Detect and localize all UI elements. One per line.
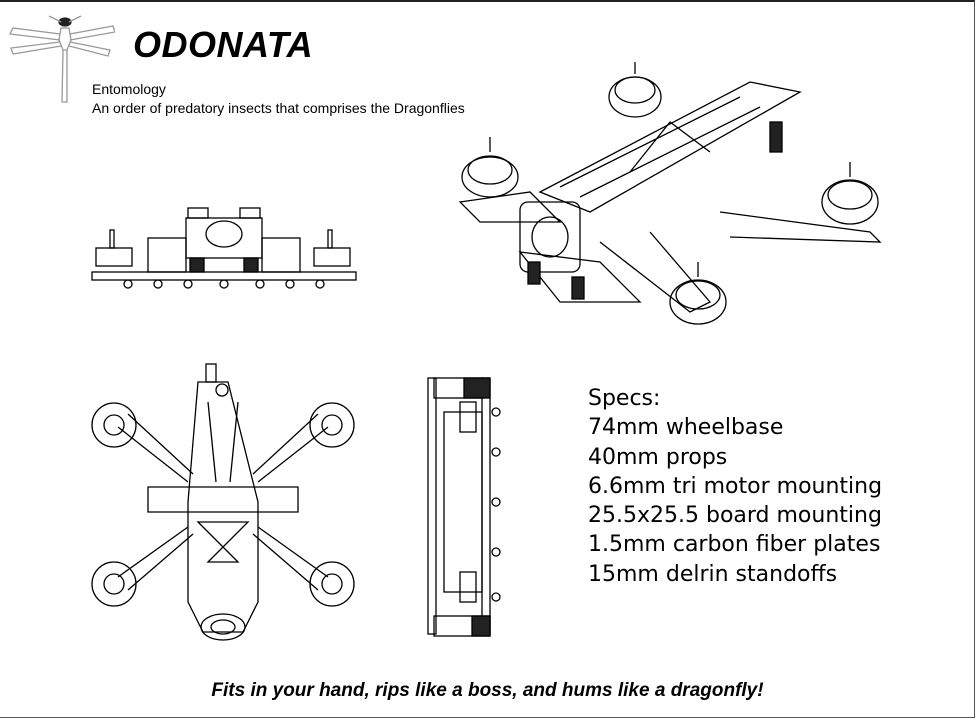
drone-front-view-drawing [427, 377, 501, 637]
specs-heading: Specs: [588, 386, 661, 411]
drone-isometric-view-drawing [458, 62, 882, 325]
dragonfly-logo [9, 15, 115, 103]
spec-item: 15mm delrin standoffs [588, 561, 838, 587]
tagline: Fits in your hand, rips like a boss, and… [211, 680, 764, 701]
drone-top-view-drawing [91, 363, 355, 641]
category-label: Entomology [92, 81, 166, 97]
spec-item: 6.6mm tri motor mounting [588, 473, 883, 499]
spec-item: 74mm wheelbase [588, 415, 784, 441]
page-title: ODONATA [133, 24, 314, 65]
spec-item: 40mm props [588, 444, 728, 470]
spec-item: 1.5mm carbon fiber plates [588, 532, 881, 558]
description-text: An order of predatory insects that compr… [92, 100, 465, 116]
drone-side-view-drawing [91, 207, 357, 289]
spec-item: 25.5x25.5 board mounting [588, 503, 882, 529]
specs-list: Specs: 74mm wheelbase 40mm props 6.6mm t… [588, 384, 882, 589]
